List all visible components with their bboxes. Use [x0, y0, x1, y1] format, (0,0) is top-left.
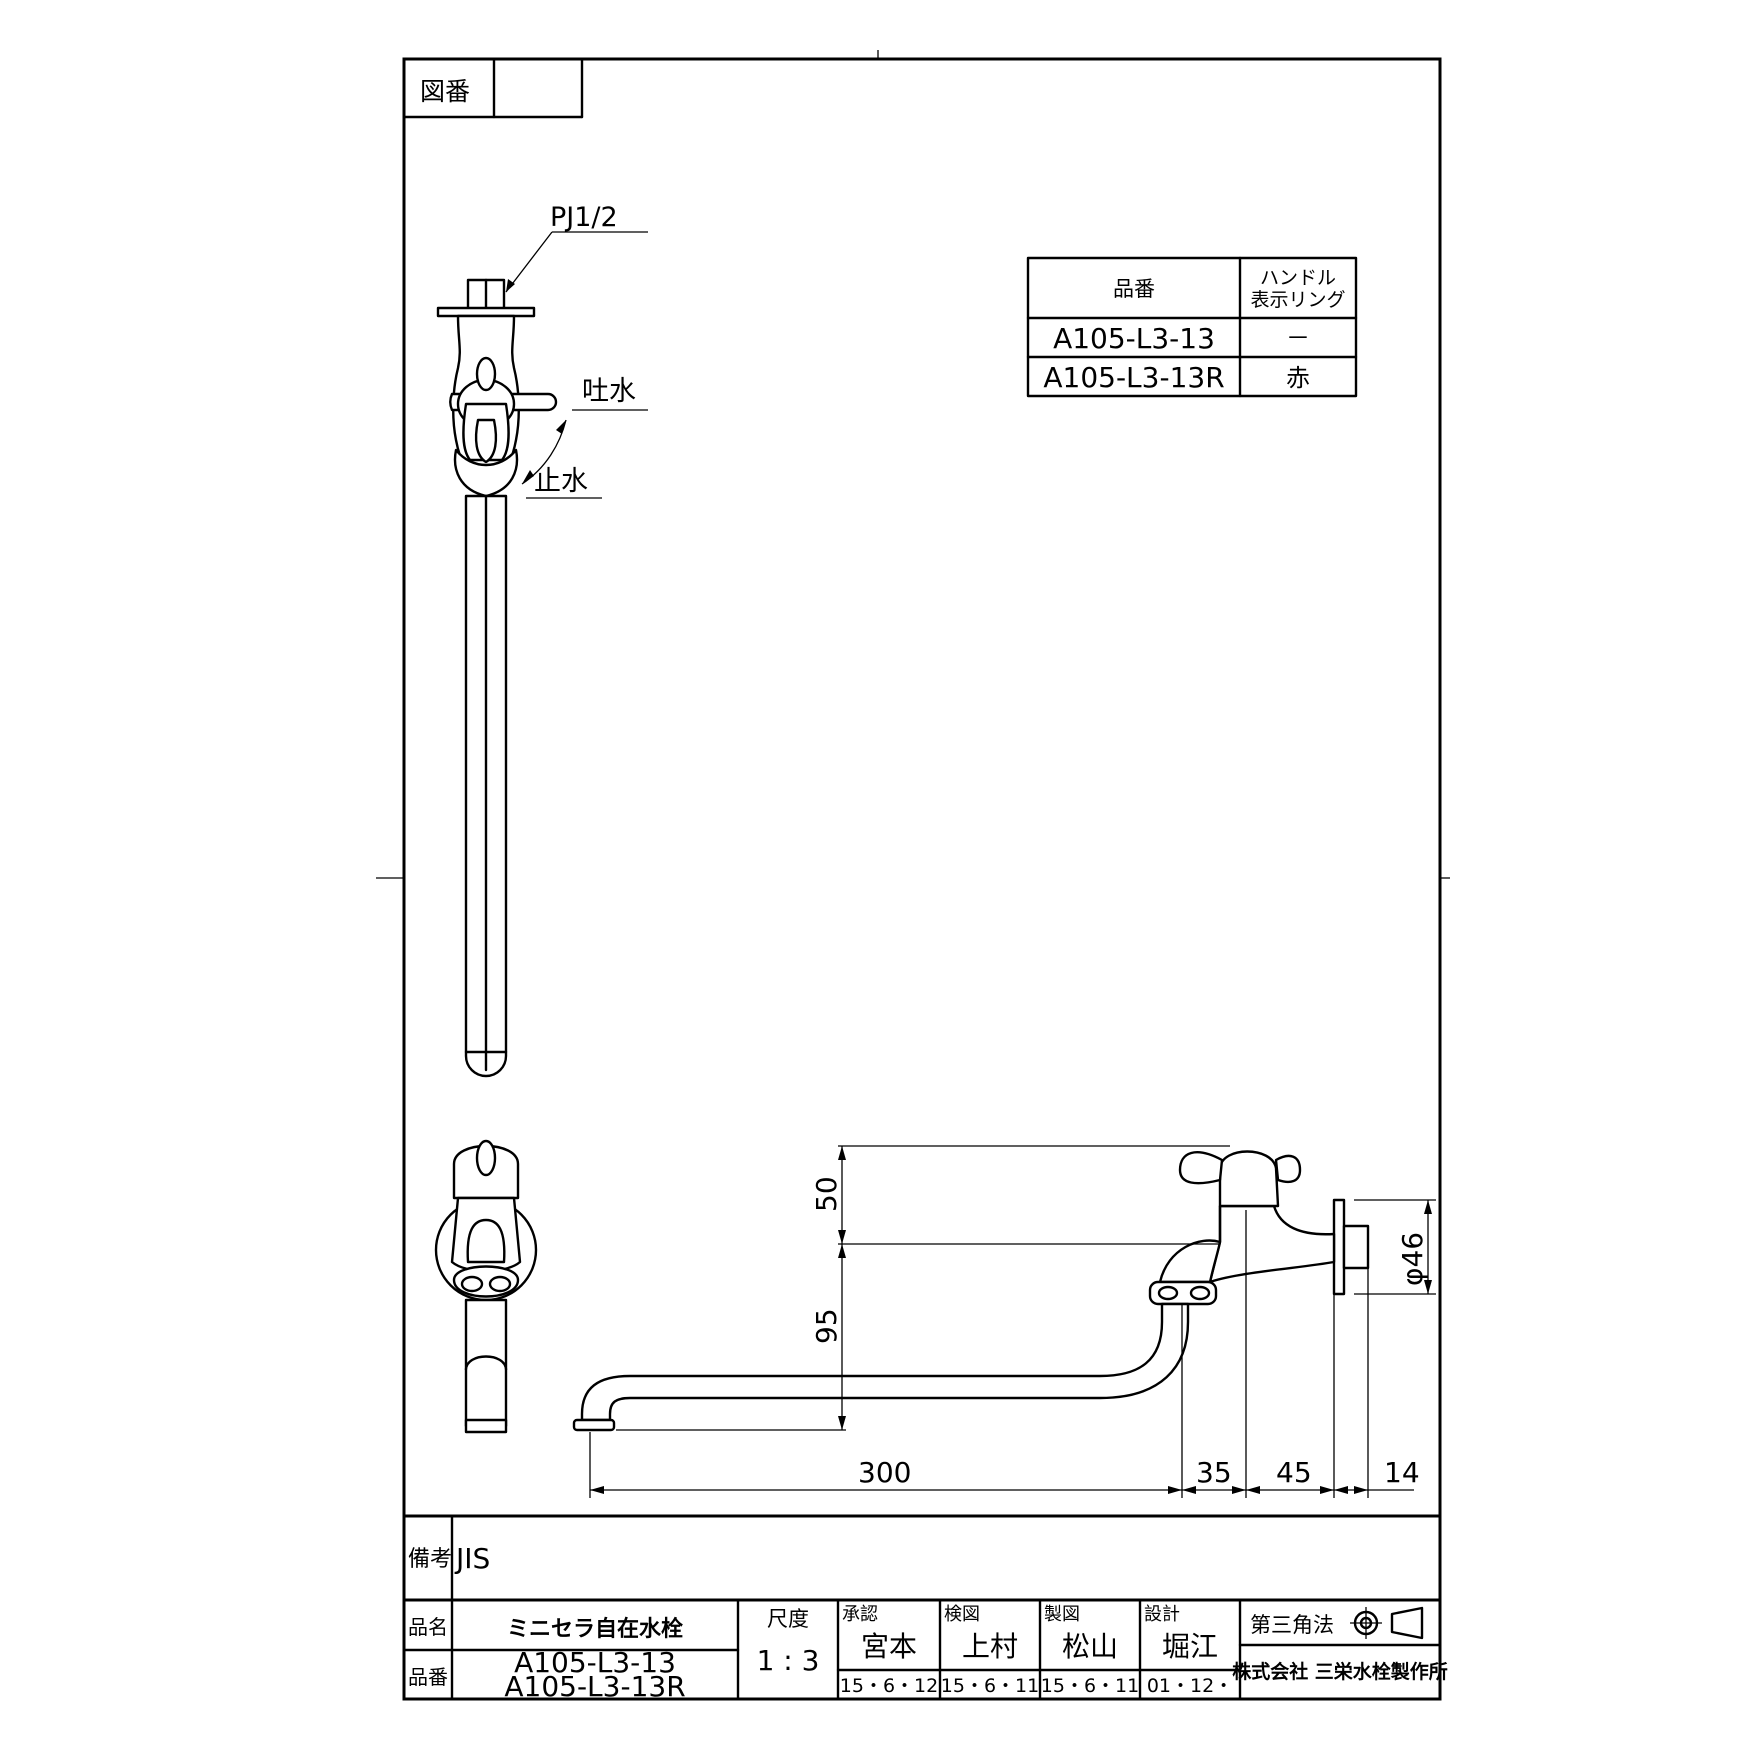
approval-name: 松山 [1062, 1630, 1118, 1663]
dimension-height-upper: 50 [810, 1176, 843, 1212]
dimension-offset-c: 14 [1384, 1456, 1420, 1489]
approval-role: 検図 [944, 1604, 980, 1625]
variants-header-handle: ハンドル [1260, 267, 1336, 289]
drawing-number-label: 図番 [420, 77, 470, 106]
variants-row-ring: 赤 [1286, 364, 1310, 392]
drawing-frame [402, 57, 1442, 1701]
variants-header-part: 品番 [1113, 277, 1155, 301]
side-view: PJ1/2 吐水 止水 [436, 202, 648, 1078]
product-number-2: A105-L3-13R [504, 1670, 685, 1703]
variants-row-part: A105-L3-13R [1043, 361, 1224, 394]
company-name: 株式会社 三栄水栓製作所 [1232, 1660, 1448, 1683]
projection-method: 第三角法 [1250, 1613, 1334, 1637]
scale-label: 尺度 [767, 1607, 809, 1631]
dimension-height-lower: 95 [810, 1308, 843, 1344]
open-direction-label: 吐水 [582, 376, 636, 407]
elevation-view: 50 95 φ46 300 35 45 14 [572, 1145, 1436, 1498]
front-view [434, 1139, 538, 1434]
dimension-offset-a: 35 [1196, 1456, 1232, 1489]
close-direction-label: 止水 [534, 466, 588, 497]
variants-header-ring: 表示リング [1250, 289, 1345, 311]
remarks-value: JIS [454, 1542, 490, 1575]
approval-role: 承認 [842, 1604, 878, 1625]
product-name-label: 品名 [408, 1615, 448, 1639]
title-block: 品名 ミニセラ自在水栓 品番 A105-L3-13 A105-L3-13R 尺度… [402, 1598, 1448, 1703]
scale-value: 1 : 3 [757, 1644, 820, 1677]
remarks-label: 備考 [408, 1547, 452, 1572]
approval-name: 上村 [962, 1630, 1018, 1663]
product-number-label: 品番 [408, 1665, 448, 1689]
product-name: ミニセラ自在水栓 [507, 1616, 683, 1642]
third-angle-projection-icon [1350, 1606, 1424, 1640]
dimension-offset-b: 45 [1276, 1456, 1312, 1489]
remarks-row: 備考 JIS [404, 1514, 1440, 1602]
thread-callout: PJ1/2 [550, 202, 618, 233]
approval-role: 製図 [1044, 1604, 1080, 1625]
approval-date: 15・6・11 [941, 1675, 1039, 1697]
variants-row-part: A105-L3-13 [1053, 322, 1215, 355]
approval-date: 15・6・11 [1041, 1675, 1139, 1697]
drawing-number-box: 図番 [402, 57, 584, 119]
approval-name: 宮本 [861, 1630, 917, 1663]
variants-table: 品番 ハンドル 表示リング A105-L3-13 － A105-L3-13R 赤 [1026, 256, 1358, 398]
approval-name: 堀江 [1162, 1630, 1218, 1663]
approval-date: 15・6・12 [840, 1675, 938, 1697]
dimension-spout-length: 300 [858, 1456, 911, 1489]
product-number-1: A105-L3-13 [514, 1646, 676, 1679]
dimension-flange-diameter: φ46 [1396, 1232, 1429, 1286]
approval-date: 01・12・ [1147, 1675, 1233, 1697]
approval-role: 設計 [1144, 1604, 1180, 1625]
variants-row-ring: － [1286, 324, 1310, 352]
